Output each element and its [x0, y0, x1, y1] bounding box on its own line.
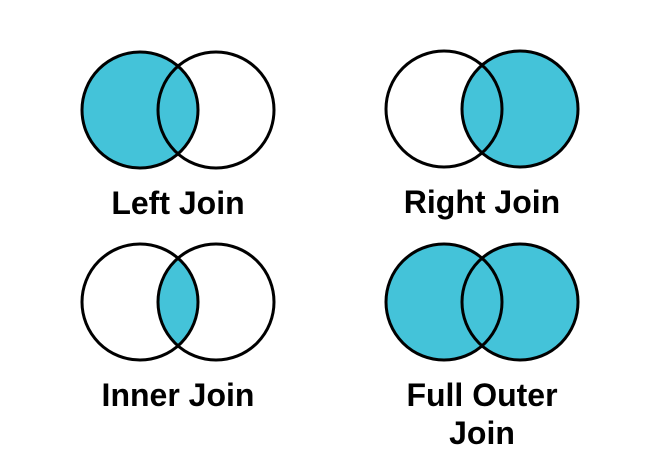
intersection-region	[158, 244, 198, 360]
left-circle-outline	[80, 242, 200, 362]
venn-diagram-inner-join	[80, 242, 276, 362]
intersection-region	[462, 244, 502, 360]
right-circle-outline	[460, 49, 580, 169]
venn-diagram-left-join	[80, 50, 276, 170]
right-circle-outline	[156, 242, 276, 362]
venn-diagram-full-outer-join	[384, 242, 580, 362]
venn-cell-left-join: Left Join	[68, 44, 288, 223]
venn-cell-inner-join: Inner Join	[68, 236, 288, 415]
venn-cell-right-join: Right Join	[372, 43, 592, 222]
right-circle-outline	[156, 50, 276, 170]
left-circle-outline	[384, 49, 504, 169]
venn-cell-full-outer-join: Full Outer Join	[372, 236, 592, 453]
right-circle-outline	[460, 242, 580, 362]
diagram-label-inner-join: Inner Join	[101, 377, 255, 413]
intersection-region	[462, 51, 502, 167]
left-circle-outline	[80, 50, 200, 170]
intersection-region	[158, 52, 198, 168]
diagram-label-full-outer-join: Full Outer Join	[406, 377, 558, 451]
diagram-label-left-join: Left Join	[111, 185, 245, 221]
diagram-label-right-join: Right Join	[403, 184, 561, 220]
venn-diagram-right-join	[384, 49, 580, 169]
left-circle-outline	[384, 242, 504, 362]
